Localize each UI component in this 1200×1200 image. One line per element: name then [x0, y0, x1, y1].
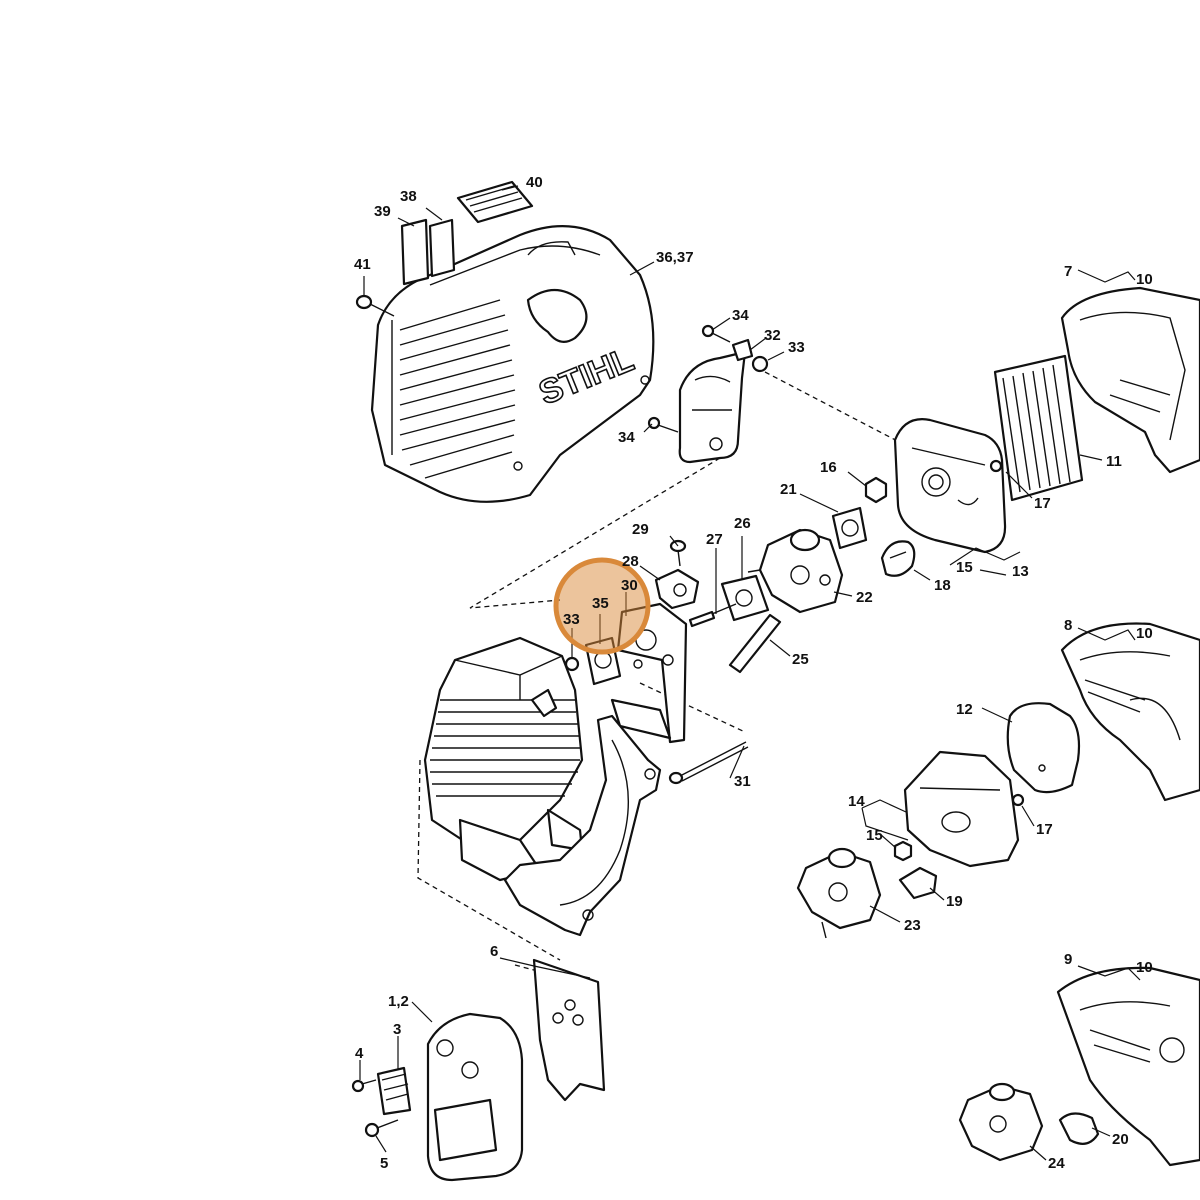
label-12: 12 [956, 701, 973, 718]
nut-17-upper [989, 459, 1003, 473]
long-bolt-31 [668, 741, 749, 785]
label-17-lower: 17 [1036, 821, 1053, 838]
label-34-top: 34 [732, 307, 749, 324]
clamp-28 [654, 568, 700, 610]
filter-pad-12 [1006, 702, 1081, 794]
shroud-vent-slots [399, 299, 516, 479]
label-14: 14 [848, 793, 865, 810]
choke-knob-18 [880, 540, 916, 577]
label-28: 28 [622, 553, 639, 570]
label-16: 16 [820, 459, 837, 476]
label-29: 29 [632, 521, 649, 538]
label-27: 27 [706, 531, 723, 548]
filter-cover-9 [1056, 966, 1200, 1167]
label-35: 35 [592, 595, 609, 612]
filter-cover-8 [1060, 622, 1200, 802]
screw-34-top [701, 324, 731, 343]
label-22: 22 [856, 589, 873, 606]
filter-cover-7 [1060, 286, 1200, 474]
screw-29 [669, 539, 687, 567]
label-25: 25 [792, 651, 809, 668]
decal-39 [400, 218, 430, 286]
label-9: 9 [1064, 951, 1072, 968]
label-21: 21 [780, 481, 797, 498]
carburetor-22 [747, 528, 844, 614]
label-11: 11 [1106, 453, 1122, 470]
label-41: 41 [354, 256, 371, 273]
filter-base-plate [893, 418, 1007, 554]
label-30: 30 [621, 577, 638, 594]
label-36-37: 36,37 [656, 249, 694, 266]
label-17-top: 17 [1034, 495, 1051, 512]
gasket-21 [831, 506, 868, 550]
nut-17-lower [1011, 793, 1025, 807]
leader-lines [359, 185, 1141, 1161]
air-filter-element-11 [993, 354, 1084, 502]
label-10-top: 10 [1136, 271, 1153, 288]
nut-33-top [751, 355, 769, 373]
muffler-1-2 [426, 1012, 524, 1182]
label-31: 31 [734, 773, 751, 790]
screw-5 [364, 1119, 399, 1138]
filter-base-14 [903, 750, 1020, 868]
label-15-top: 15 [956, 559, 973, 576]
carburetor-24 [958, 1082, 1044, 1162]
hose-25 [728, 613, 782, 674]
nut-15-lower [893, 840, 913, 862]
label-24: 24 [1048, 1155, 1065, 1172]
cover-plate-40 [456, 180, 534, 224]
label-15-lower: 15 [866, 827, 883, 844]
label-1-2: 1,2 [388, 993, 409, 1010]
label-33-top: 33 [788, 339, 805, 356]
choke-lever-19 [898, 866, 938, 900]
label-4: 4 [355, 1045, 364, 1062]
label-3: 3 [393, 1021, 401, 1038]
decal-38 [428, 218, 456, 278]
part-number-labels: 40 38 39 41 36,37 34 32 33 34 7 10 11 16… [354, 174, 1153, 1172]
label-39: 39 [374, 203, 391, 220]
screw-34-bottom [647, 416, 679, 433]
label-18: 18 [934, 577, 951, 594]
label-10-bottom: 10 [1136, 959, 1153, 976]
fan-housing-plate [503, 714, 662, 937]
muffler-plate-6 [532, 958, 606, 1102]
choke-lever-20 [1058, 1112, 1100, 1145]
screw-4 [351, 1079, 377, 1093]
label-6: 6 [490, 943, 498, 960]
label-13: 13 [1012, 563, 1029, 580]
engine-cylinder [423, 636, 584, 882]
label-8: 8 [1064, 617, 1072, 634]
label-40: 40 [526, 174, 543, 191]
label-26: 26 [734, 515, 751, 532]
label-32: 32 [764, 327, 781, 344]
label-19: 19 [946, 893, 963, 910]
label-23: 23 [904, 917, 921, 934]
label-33-intake: 33 [563, 611, 580, 628]
gasket-26 [720, 574, 770, 622]
label-20: 20 [1112, 1131, 1129, 1148]
nut-16 [864, 476, 888, 504]
highlighted-part-marker[interactable] [553, 557, 651, 655]
carburetor-23 [796, 847, 882, 939]
label-7: 7 [1064, 263, 1072, 280]
label-38: 38 [400, 188, 417, 205]
label-5: 5 [380, 1155, 388, 1172]
spark-screen-3 [376, 1066, 412, 1116]
screw-27 [688, 603, 737, 628]
carburetor-bracket [678, 338, 754, 464]
label-34-bottom: 34 [618, 429, 635, 446]
label-10-middle: 10 [1136, 625, 1153, 642]
